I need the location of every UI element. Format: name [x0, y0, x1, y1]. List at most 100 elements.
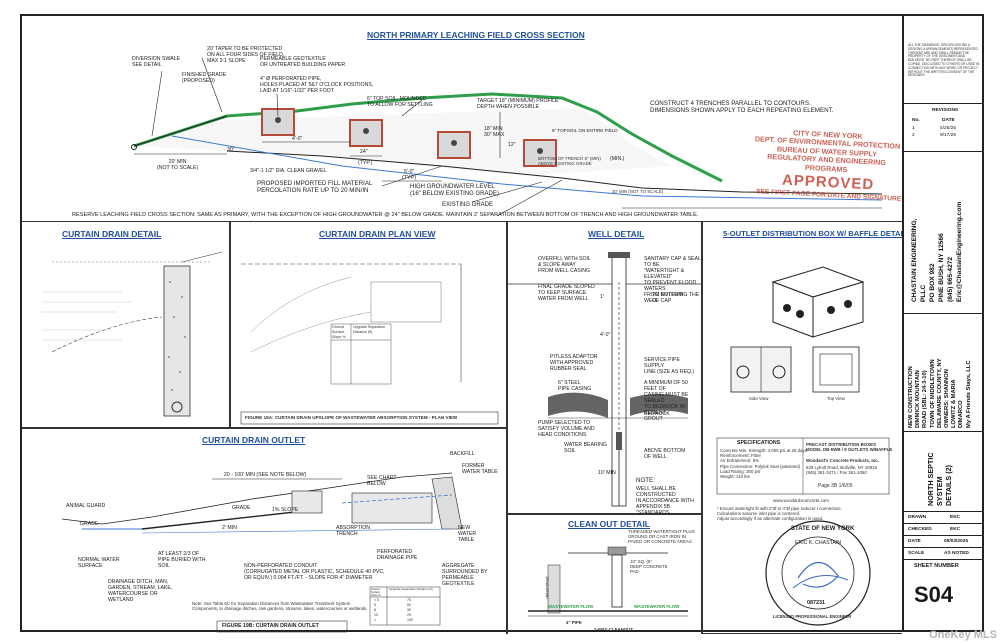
outlet-grade-left: GRADE — [80, 521, 99, 527]
outlet-note: Note: See Table 6C for Separation Distan… — [192, 601, 368, 612]
tb-sheet-number: S04 — [914, 582, 954, 607]
cleanout-riser — [611, 554, 623, 608]
taper-line — [133, 115, 228, 147]
groundwater-line — [171, 135, 883, 201]
dim-typ-label: (TYP.) — [358, 160, 373, 166]
curtain-drain-drawing — [42, 251, 223, 417]
tb-date-label: DATE — [908, 539, 921, 544]
outlet-non-perforated: NON-PERFORATED CONDUIT (CORRUGATED METAL… — [244, 563, 385, 581]
survey-marker — [131, 144, 137, 150]
leader-fill — [381, 165, 443, 187]
tb-scale: AS NOTED — [944, 551, 969, 556]
cleanout-flow-right: WASTEWATER FLOW — [634, 604, 680, 609]
well-final-grade: FINAL GRADE SLOPED TO KEEP SURFACE WATER… — [538, 284, 595, 302]
outlet-figure: FIGURE 19B: CURTAIN DRAIN OUTLET — [222, 623, 319, 629]
outlet-drainage-ditch: DRAINAGE DITCH, MAN, GARDEN, STREAM, LAK… — [108, 579, 173, 603]
trench-2 — [349, 119, 383, 147]
outlet-row-5-slope: > — [374, 618, 377, 622]
plan-table — [330, 323, 392, 385]
leader-topsoil — [401, 99, 423, 117]
existing-grade-label: EXISTING GRADE — [442, 202, 494, 208]
dim-5ft-label: 5'-0" (TYP.) — [402, 169, 417, 181]
well-casing-min: A MINIMUM OF 50 FEET OF CASING MUST BE S… — [644, 380, 689, 422]
topsoil-entire-label: 6" TOPSOIL ON ENTIRE FIELD — [552, 128, 618, 133]
well-overfill: OVERFILL WITH SOIL & SLOPE AWAY FROM WEL… — [538, 256, 591, 274]
tb-checked: EKC — [950, 527, 961, 532]
construct-note: CONSTRUCT 4 TRENCHES PARALLEL TO CONTOUR… — [650, 100, 834, 115]
tb-date: 05/03/2025 — [944, 539, 969, 544]
tb-checked-label: CHECKED — [908, 527, 932, 532]
outlet-former-water: FORMER WATER TABLE — [462, 463, 498, 475]
tb-rev-2-date: 9/17/25 — [940, 133, 957, 138]
dbox-drawing — [716, 266, 890, 495]
dim-20min-label: 20' MIN (NOT TO SCALE) — [157, 159, 199, 171]
dbox-website: www.woodardsconcrete.com — [773, 498, 829, 503]
gravel-trench — [163, 265, 191, 417]
reserve-note: RESERVE LEACHING FIELD CROSS SECTION: SA… — [72, 212, 699, 218]
pe-seal — [765, 520, 871, 626]
north-primary-panel: NORTH PRIMARY LEACHING FIELD CROSS SECTI… — [22, 16, 902, 222]
seal-name: ERIC K. CHASTAIN — [795, 540, 842, 546]
trench-4 — [523, 139, 557, 167]
well-sanitary-cap: SANITARY CAP & SEAL TO BE "WATERTIGHT & … — [644, 256, 701, 304]
dbox-company: Woodard's Concrete Products, Inc. — [806, 458, 879, 463]
outlet-min2: 2' MIN — [222, 525, 237, 531]
outlet-perforated: PERFORATED DRAINAGE PIPE — [377, 549, 418, 561]
well-water-soil: WATER BEARING SOIL — [564, 442, 607, 454]
dbox-page: Page 3B 1/6/05 — [818, 483, 853, 489]
geotextile-label: PERMEABLE GEOTEXTILE OR UNTREATED BUILDI… — [260, 56, 346, 68]
leader-swale — [151, 70, 163, 137]
outlet-backfill: BACKFILL — [450, 451, 475, 457]
tb-revisions-title: REVISIONS — [932, 108, 959, 113]
outlet-row-2-slope: 5 — [374, 603, 376, 607]
tb-revisions-cell: REVISIONS No. DATE 1 5/25/25 2 9/17/25 — [904, 104, 984, 152]
outlet-table — [369, 586, 441, 626]
leader-taper — [201, 57, 223, 113]
dbox-side-label: Side View — [749, 396, 769, 401]
tb-firm-cell: CHASTAIN ENGINEERING, PLLC PO BOX 982 PI… — [904, 152, 984, 314]
curtain-outlet-drawing — [61, 472, 463, 633]
dbox-product-title: PRECAST DISTRIBUTION BOXES MODEL DB-5WB … — [806, 442, 893, 453]
well-note: WELL SHALL BE CONSTRUCTED IN ACCORDANCE … — [636, 486, 694, 514]
well-dim-1ft: 1' — [600, 294, 604, 300]
target-profile-label: TARGET 18" (MINIMUM) PROFILE DEPTH WHEN … — [477, 98, 559, 110]
outlet-pipe-buried: AT LEAST 2/3 OF PIPE BURIED WITH SOIL — [158, 551, 206, 569]
leader-pipe — [276, 93, 279, 117]
drawing-sheet: NORTH PRIMARY LEACHING FIELD CROSS SECTI… — [20, 14, 984, 634]
outlet-row-4-dist: 25 — [407, 613, 411, 617]
well-steel-casing: 6" STEEL PIPE CASING — [558, 380, 592, 392]
dbox-company-addr: 629 Lybolt Road, Bullville, NY 10915 (84… — [806, 465, 878, 476]
outlet-row-5-dist: 100 — [407, 618, 413, 622]
outlet-row-3-dist: 35 — [407, 608, 411, 612]
dim-4ft-label: 4'-0" — [292, 136, 303, 142]
seal-number: 087231 — [807, 600, 825, 606]
outlet-row-2-dist: 50 — [407, 603, 411, 607]
tb-drawn: EKC — [950, 515, 961, 520]
tb-project-cell: NEW CONSTRUCTION DIMMICK MOUNTAIN ROAD (… — [904, 314, 984, 432]
tb-sheet-label: SHEET NUMBER — [914, 563, 959, 569]
finished-grade-label: FINISHED GRADE (PROPOSED) — [182, 72, 227, 84]
well-title: WELL DETAIL — [588, 229, 645, 239]
cleanout-panel: CLEAN OUT DETAIL THREADED WATERTIGHT PLU… — [507, 514, 702, 634]
outlet-dim-span: 20 - 100' MIN (See Note Below) — [224, 472, 307, 478]
well-bedrock: BEDROCK — [644, 411, 670, 417]
existing-grade-line — [226, 150, 883, 195]
plan-table-header-1: Ground Surface Slope % — [332, 325, 346, 340]
curtain-plan-title: CURTAIN DRAIN PLAN VIEW — [319, 229, 436, 239]
tb-project: NEW CONSTRUCTION DIMMICK MOUNTAIN ROAD (… — [908, 358, 972, 428]
dbox-top-view — [812, 346, 860, 393]
cleanout-pad: 10" SQ. (6" DEEP CONCRETE PAD — [630, 559, 668, 575]
tb-sheet-number-cell: SHEET NUMBER S04 — [904, 560, 984, 632]
cleanout-label: 2-WAY CLEANOUT — [594, 627, 634, 632]
curtain-outlet-title: CURTAIN DRAIN OUTLET — [202, 435, 306, 445]
tb-drawn-cell: DRAWN EKC — [904, 512, 984, 524]
cleanout-pipe: 4" PIPE — [566, 620, 582, 625]
well-service-pipe: SERVICE PIPE SUPPLY LINE (SIZE AS REQ.) — [644, 357, 695, 375]
dbox-specs: Concrete Min. Strength: 4,000 psi at 28 … — [720, 448, 807, 480]
cleanout-drawing — [528, 546, 688, 617]
outlet-absorption: ABSORPTION TRENCH — [336, 525, 371, 537]
outlet-row-1-slope: < 3 — [374, 598, 379, 602]
cleanout-plug: THREADED WATERTIGHT PLUG GROUND OR CAST … — [628, 529, 695, 545]
curtain-plan-drawing — [240, 263, 499, 425]
curtain-drain-title: CURTAIN DRAIN DETAIL — [62, 229, 162, 239]
